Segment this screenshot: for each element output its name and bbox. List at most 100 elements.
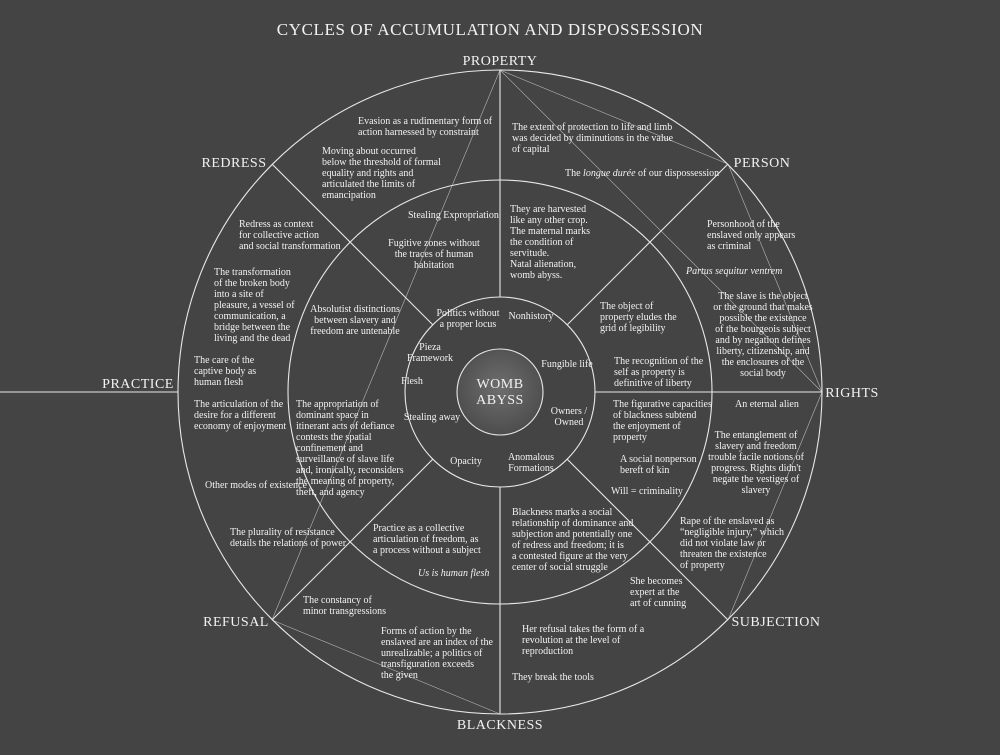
label-eternal-alien: An eternal alien bbox=[735, 399, 799, 410]
text-line: liberty, citizenship, and bbox=[716, 346, 809, 357]
text-line: expert at the bbox=[630, 587, 680, 598]
text-line: definitive of liberty bbox=[614, 378, 692, 389]
text-line: the traces of human bbox=[395, 249, 474, 260]
text-line: They are harvested bbox=[510, 204, 586, 215]
label-fungible-life: Fungible life bbox=[541, 359, 593, 370]
label-extent-protection: The extent of protection to life and lim… bbox=[512, 122, 674, 155]
axis-label-person: PERSON bbox=[734, 156, 791, 171]
text-line: below the threshold of formal bbox=[322, 157, 441, 168]
text-line: Formations bbox=[508, 463, 554, 474]
text-line: Pieza bbox=[419, 342, 441, 353]
text-line: of the bourgeois subject bbox=[715, 324, 811, 335]
chord-property-rights bbox=[499, 69, 823, 393]
text-line: negate the vestiges of bbox=[713, 474, 800, 485]
text-line: grid of legibility bbox=[600, 323, 666, 334]
text-line: The entanglement of bbox=[715, 430, 798, 441]
text-line: servitude. bbox=[510, 248, 549, 259]
label-longue-duree: The longue durée of our dispossession bbox=[565, 168, 719, 179]
axis-label-rights: RIGHTS bbox=[825, 386, 879, 401]
text-line: Natal alienation, bbox=[510, 259, 576, 270]
text-line: Us is human flesh bbox=[418, 568, 489, 579]
text-line: was decided by diminutions in the value bbox=[512, 133, 674, 144]
text-line: The articulation of the bbox=[194, 399, 284, 410]
text-line: confinement and bbox=[296, 443, 363, 454]
text-line: transfiguration exceeds bbox=[381, 659, 474, 670]
text-line: ABYSS bbox=[476, 393, 524, 408]
text-line: Owners / bbox=[551, 406, 588, 417]
text-line: like any other crop. bbox=[510, 215, 588, 226]
text-line: The plurality of resistance bbox=[230, 527, 335, 538]
text-line: of capital bbox=[512, 144, 550, 155]
text-line: Opacity bbox=[450, 456, 482, 467]
text-line: action harnessed by constraint bbox=[358, 127, 479, 138]
text-line: of redress and freedom; it is bbox=[512, 540, 624, 551]
axis-label-redress: REDRESS bbox=[202, 156, 267, 171]
axis-label-refusal: REFUSAL bbox=[203, 615, 269, 630]
text-line: Stealing away bbox=[404, 412, 460, 423]
text-line: Fungible life bbox=[541, 359, 593, 370]
spoke-refusal bbox=[271, 458, 434, 621]
text-line: Moving about occurred bbox=[322, 146, 416, 157]
label-us-human-flesh: Us is human flesh bbox=[418, 568, 489, 579]
text-line: bereft of kin bbox=[620, 465, 669, 476]
text-line: self as property is bbox=[614, 367, 685, 378]
text-line: captive body as bbox=[194, 366, 256, 377]
text-line: dominant space in bbox=[296, 410, 369, 421]
text-line: and social transformation bbox=[239, 241, 341, 252]
text-line: An eternal alien bbox=[735, 399, 799, 410]
text-line: details the relations of power bbox=[230, 538, 347, 549]
text-line: between slavery and bbox=[314, 315, 396, 326]
text-line: threaten the existence bbox=[680, 549, 767, 560]
text-line: possible the existence bbox=[719, 313, 807, 324]
label-owners-owned: Owners /Owned bbox=[551, 406, 588, 428]
text-line: WOMB bbox=[476, 377, 523, 392]
text-line: center of social struggle bbox=[512, 562, 608, 573]
label-opacity: Opacity bbox=[450, 456, 482, 467]
text-line: trouble facile notions of bbox=[708, 452, 804, 463]
text-line: The transformation bbox=[214, 267, 291, 278]
text-line: progress. Rights didn't bbox=[711, 463, 801, 474]
text-line: Evasion as a rudimentary form of bbox=[358, 116, 493, 127]
text-line: relationship of dominance and bbox=[512, 518, 633, 529]
chord-rights-subjection bbox=[727, 391, 823, 621]
text-line: the meaning of property, bbox=[296, 476, 394, 487]
label-other-modes: Other modes of existence bbox=[205, 480, 307, 491]
text-line: living and the dead bbox=[214, 333, 290, 344]
text-line: Will = criminality bbox=[611, 486, 683, 497]
text-line: itinerant acts of defiance bbox=[296, 421, 395, 432]
label-break-tools: They break the tools bbox=[512, 672, 594, 683]
text-line: surveillance of slave life bbox=[296, 454, 395, 465]
text-line: enslaved are an index of the bbox=[381, 637, 493, 648]
text-line: emancipation bbox=[322, 190, 376, 201]
diagram-title: CYCLES OF ACCUMULATION AND DISPOSSESSION bbox=[277, 20, 703, 39]
text-line: into a site of bbox=[214, 289, 264, 300]
text-line: theft, and agency bbox=[296, 487, 365, 498]
text-line: Anomalous bbox=[508, 452, 554, 463]
label-will-criminality: Will = criminality bbox=[611, 486, 683, 497]
text-line: slavery and freedom bbox=[715, 441, 797, 452]
text-line: reproduction bbox=[522, 646, 573, 657]
chord-property-person bbox=[499, 69, 729, 165]
text-line: articulation of freedom, as bbox=[373, 534, 479, 545]
text-line: or the ground that makes bbox=[713, 302, 813, 313]
womb-core bbox=[456, 348, 544, 436]
text-line: a process without a subject bbox=[373, 545, 481, 556]
text-line: revolution at the level of bbox=[522, 635, 621, 646]
text-line: Politics without bbox=[436, 308, 499, 319]
spoke-subjection bbox=[566, 458, 729, 621]
text-line: communication, a bbox=[214, 311, 286, 322]
text-line: the given bbox=[381, 670, 418, 681]
text-line: for collective action bbox=[239, 230, 319, 241]
